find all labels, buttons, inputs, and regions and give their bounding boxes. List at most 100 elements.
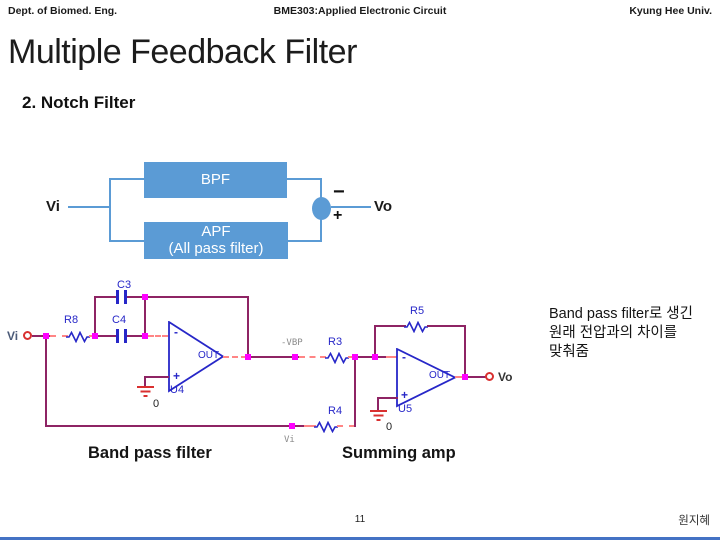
wire-segment [144, 296, 146, 337]
u4-refdes-label: U4 [170, 384, 185, 396]
junction-node [292, 354, 298, 360]
wire-segment [374, 325, 406, 327]
ground-symbol [369, 409, 388, 428]
section-subtitle: 2. Notch Filter [22, 93, 136, 112]
wire-segment [465, 376, 486, 378]
apf-block-sublabel: (All pass filter) [168, 240, 264, 257]
junction-node [43, 333, 49, 339]
c4-label: C4 [112, 314, 127, 326]
wire-segment [68, 206, 110, 208]
pin-wire-dash [348, 356, 355, 358]
u5-refdes-label: U5 [398, 403, 413, 415]
wire-segment [374, 325, 376, 358]
bpf-block-label: BPF [200, 171, 231, 188]
wire-segment [109, 240, 145, 242]
wire-segment [127, 296, 249, 298]
header-right: Kyung Hee Univ. [629, 5, 712, 17]
page-number: 11 [354, 514, 366, 525]
wire-segment [354, 356, 356, 427]
junction-node [142, 333, 148, 339]
vbp-net-label: -VBP [281, 338, 303, 348]
junction-node [352, 354, 358, 360]
opamp-u4 [168, 320, 226, 398]
u5-inverting-input-mark: - [402, 350, 406, 364]
u4-noninverting-input-mark: + [173, 369, 181, 383]
header-left: Dept. of Biomed. Eng. [8, 5, 118, 17]
author-name: 원지혜 [678, 515, 710, 527]
wire-segment [144, 376, 169, 378]
pin-wire-dash [299, 356, 326, 358]
wire-segment [331, 206, 371, 208]
summing-caption: Summing amp [342, 444, 456, 462]
r5-label: R5 [410, 305, 425, 317]
wire-segment [247, 296, 249, 358]
bandpass-caption: Band pass filter [88, 444, 212, 462]
header-center: BME303:Applied Electronic Circuit [273, 5, 447, 17]
wire-segment [109, 178, 111, 242]
summing-junction [312, 197, 331, 220]
apf-block-label: APF [201, 223, 231, 240]
vi-port-terminal [23, 331, 32, 340]
wire-segment [45, 335, 47, 427]
wire-segment [94, 296, 96, 337]
wire-segment [109, 178, 145, 180]
pin-wire-dash [304, 425, 316, 427]
wire-segment [287, 178, 322, 180]
wire-segment [464, 325, 466, 378]
ground-zero-label: 0 [386, 421, 393, 433]
junction-node [462, 374, 468, 380]
page-title: Multiple Feedback Filter [8, 33, 357, 71]
pin-wire-dash [223, 356, 247, 358]
korean-note-line: 맞춰줌 [549, 344, 590, 360]
u4-out-label: OUT [198, 350, 220, 361]
capacitor-c4-plate [116, 329, 119, 343]
junction-node [372, 354, 378, 360]
wire-segment [144, 376, 146, 386]
resistor-r3 [325, 351, 349, 369]
junction-node [142, 294, 148, 300]
wire-segment [127, 335, 150, 337]
vo-port-label: Vo [498, 370, 513, 384]
junction-node [92, 333, 98, 339]
u4-inverting-input-mark: - [174, 325, 178, 339]
wire-segment [377, 397, 379, 410]
wire-segment [354, 356, 387, 358]
ground-symbol [136, 385, 155, 404]
u5-noninverting-input-mark: + [401, 388, 409, 402]
ground-zero-label: 0 [153, 398, 160, 410]
resistor-r8 [66, 330, 90, 348]
pin-wire-dash [455, 376, 465, 378]
summing-plus-sign: + [333, 207, 343, 224]
wire-segment [45, 425, 306, 427]
capacitor-c4-plate [124, 329, 127, 343]
wire-segment [95, 335, 116, 337]
footer-accent-bar [0, 537, 720, 540]
apf-block: APF (All pass filter) [144, 222, 288, 259]
pin-wire-dash [386, 356, 397, 358]
wire-segment [94, 296, 116, 298]
vi-net-label: Vi [284, 435, 295, 445]
vo-port-terminal [485, 372, 494, 381]
r4-label: R4 [328, 405, 343, 417]
capacitor-c3-plate [116, 290, 119, 304]
capacitor-c3-plate [124, 290, 127, 304]
junction-node [245, 354, 251, 360]
block-output-label: Vo [374, 198, 393, 215]
bpf-block: BPF [144, 162, 287, 198]
pin-wire-dash [148, 335, 168, 337]
vi-port-label: Vi [7, 329, 19, 343]
summing-minus-sign: − [333, 181, 345, 203]
resistor-r5 [404, 320, 428, 338]
wire-segment [288, 240, 322, 242]
wire-segment [248, 356, 301, 358]
junction-node [289, 423, 295, 429]
pin-wire-dash [50, 335, 68, 337]
c3-label: C3 [117, 279, 132, 291]
pin-wire-dash [337, 425, 355, 427]
korean-note-line: 원래 전압과의 차이를 [549, 325, 678, 341]
korean-note: Band pass filter로 생긴 원래 전압과의 차이를 맞춰줌 [549, 305, 719, 362]
r8-label: R8 [64, 314, 79, 326]
u5-out-label: OUT [429, 370, 451, 381]
r3-label: R3 [328, 336, 343, 348]
